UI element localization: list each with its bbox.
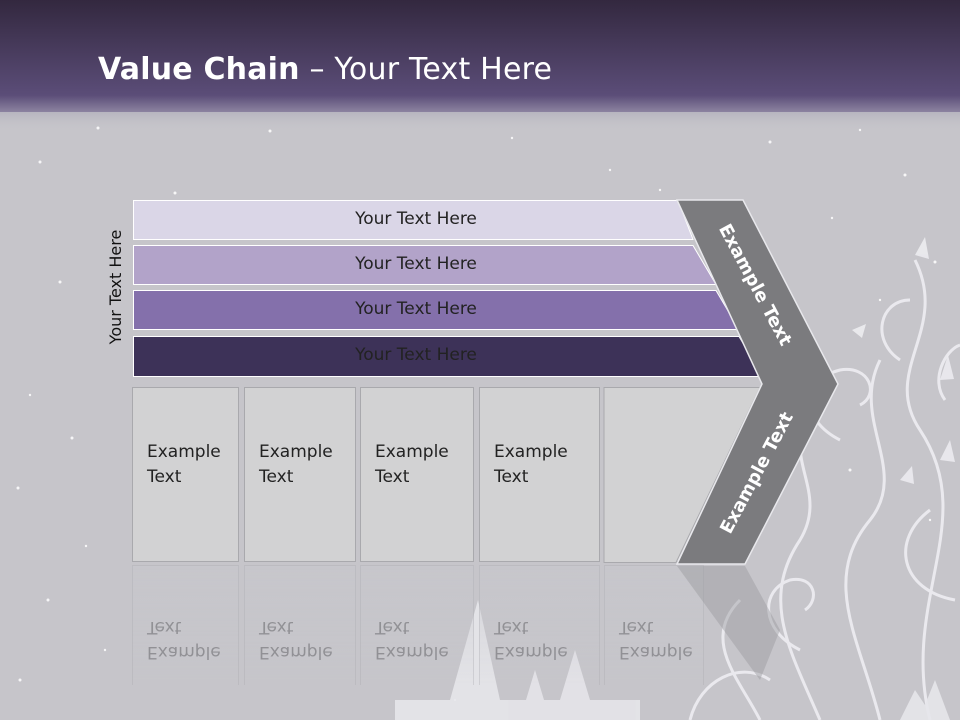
box-5-edge	[603, 387, 761, 563]
title-rest: – Your Text Here	[299, 52, 553, 87]
box-reflection: Example Text	[360, 565, 474, 685]
header-band	[0, 0, 960, 112]
snow-dots	[16, 126, 937, 702]
example-box-2: Example Text	[244, 387, 356, 562]
band-label: Your Text Here	[355, 299, 477, 319]
band-label: Your Text Here	[355, 254, 477, 274]
box-label: Example Text	[494, 442, 568, 487]
tree-silhouettes	[395, 600, 950, 720]
slide-title: Value Chain – Your Text Here	[98, 52, 552, 87]
box-reflection: Example Text	[479, 565, 600, 685]
box-label: Example Text	[375, 442, 449, 487]
example-box-1: Example Text	[132, 387, 239, 562]
band-label: Your Text Here	[355, 209, 477, 229]
title-bold: Value Chain	[98, 52, 300, 87]
box-reflection: Example Text	[132, 565, 239, 685]
box-label: Example Text	[259, 442, 333, 487]
example-box-3: Example Text	[360, 387, 474, 562]
box-label: Example Text	[147, 442, 221, 487]
band-label: Your Text Here	[355, 345, 477, 365]
box-reflection: Example Text	[244, 565, 356, 685]
box-reflection: Example Text	[604, 565, 704, 685]
example-box-4: Example Text	[479, 387, 600, 562]
